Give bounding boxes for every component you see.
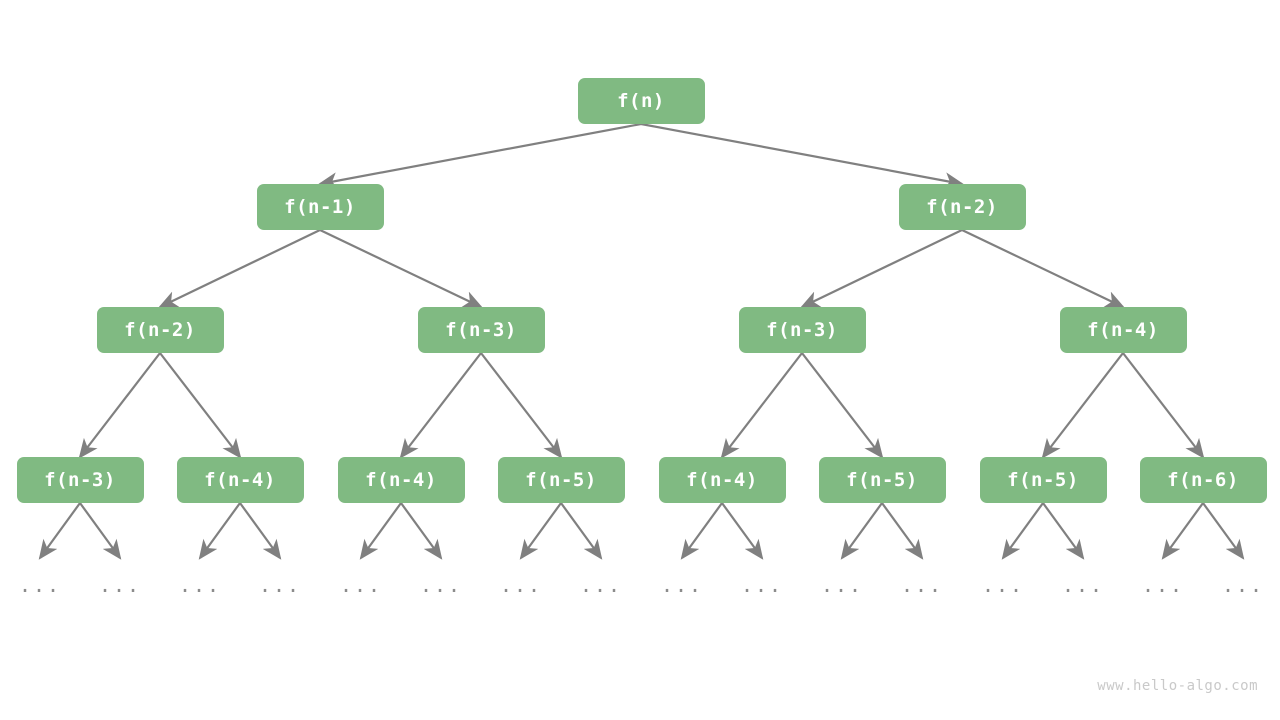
ellipsis-marker: ... bbox=[579, 573, 623, 597]
tree-node: f(n-4) bbox=[658, 457, 786, 503]
tree-edge bbox=[560, 502, 603, 560]
tree-edge bbox=[159, 352, 242, 459]
tree-edge bbox=[961, 229, 1125, 308]
ellipsis-marker: ... bbox=[499, 573, 543, 597]
tree-node: f(n-3) bbox=[738, 307, 866, 353]
tree-edge bbox=[78, 352, 161, 459]
ellipsis-marker: ... bbox=[178, 573, 222, 597]
tree-edge bbox=[198, 502, 241, 560]
tree-node: f(n-3) bbox=[417, 307, 545, 353]
tree-edge bbox=[801, 352, 884, 459]
ellipsis-marker: ... bbox=[981, 573, 1025, 597]
tree-edge bbox=[480, 352, 563, 459]
tree-edge bbox=[359, 502, 402, 560]
tree-node: f(n-4) bbox=[176, 457, 304, 503]
tree-edge bbox=[158, 229, 321, 308]
ellipsis-marker: ... bbox=[339, 573, 383, 597]
tree-edge bbox=[840, 502, 883, 560]
tree-edge bbox=[317, 122, 642, 190]
tree-edge bbox=[881, 502, 924, 560]
ellipsis-marker: ... bbox=[660, 573, 704, 597]
tree-edge bbox=[1001, 502, 1044, 560]
tree-node: f(n-4) bbox=[1059, 307, 1187, 353]
tree-edge bbox=[720, 352, 803, 459]
tree-node: f(n-3) bbox=[16, 457, 144, 503]
ellipsis-marker: ... bbox=[18, 573, 62, 597]
tree-node: f(n-1) bbox=[256, 184, 384, 230]
ellipsis-marker: ... bbox=[820, 573, 864, 597]
tree-node: f(n-5) bbox=[979, 457, 1107, 503]
tree-edge bbox=[1122, 352, 1205, 459]
tree-edge bbox=[1041, 352, 1124, 459]
tree-node: f(n) bbox=[577, 78, 705, 124]
tree-node: f(n-2) bbox=[898, 184, 1026, 230]
tree-edge bbox=[239, 502, 282, 560]
ellipsis-marker: ... bbox=[98, 573, 142, 597]
tree-edge bbox=[38, 502, 81, 560]
ellipsis-marker: ... bbox=[740, 573, 784, 597]
tree-node: f(n-6) bbox=[1139, 457, 1267, 503]
tree-edge bbox=[640, 122, 965, 190]
tree-edge bbox=[800, 229, 963, 308]
tree-edge bbox=[399, 352, 482, 459]
tree-edge bbox=[1202, 502, 1245, 560]
tree-node: f(n-4) bbox=[337, 457, 465, 503]
tree-node: f(n-5) bbox=[497, 457, 625, 503]
ellipsis-marker: ... bbox=[1061, 573, 1105, 597]
tree-node: f(n-2) bbox=[96, 307, 224, 353]
tree-edge bbox=[721, 502, 764, 560]
ellipsis-marker: ... bbox=[900, 573, 944, 597]
watermark: www.hello-algo.com bbox=[1097, 678, 1258, 694]
ellipsis-marker: ... bbox=[1141, 573, 1185, 597]
tree-node: f(n-5) bbox=[818, 457, 946, 503]
tree-edge bbox=[1161, 502, 1204, 560]
ellipsis-marker: ... bbox=[258, 573, 302, 597]
tree-edge bbox=[400, 502, 443, 560]
tree-edge bbox=[519, 502, 562, 560]
tree-edge bbox=[319, 229, 483, 308]
ellipsis-marker: ... bbox=[419, 573, 463, 597]
tree-edge bbox=[79, 502, 122, 560]
tree-edge bbox=[1042, 502, 1085, 560]
edge-group bbox=[38, 122, 1245, 560]
ellipsis-marker: ... bbox=[1221, 573, 1265, 597]
tree-edge bbox=[680, 502, 723, 560]
